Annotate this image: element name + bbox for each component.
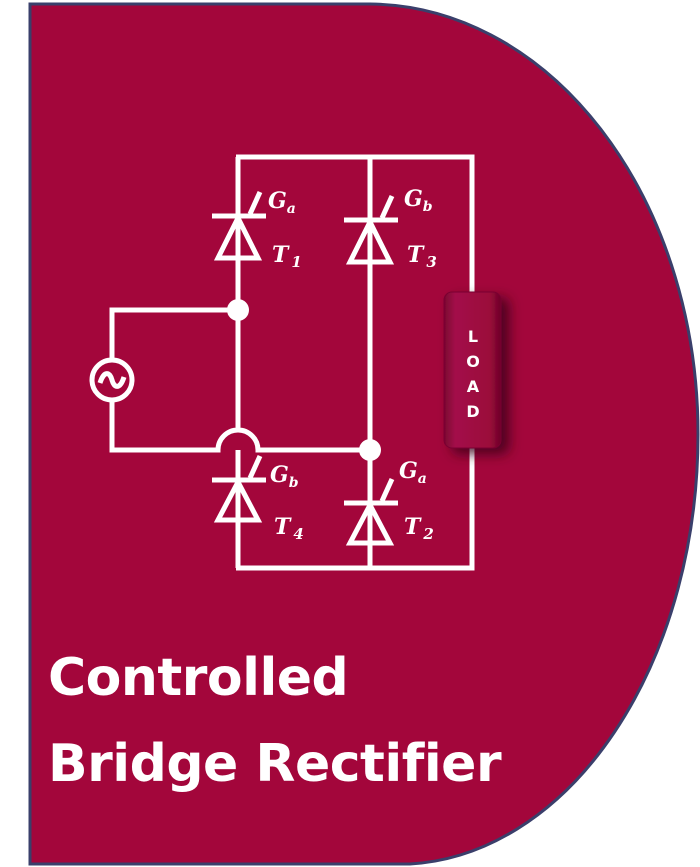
load-resistor <box>443 291 502 449</box>
ac-source-icon <box>89 357 135 403</box>
title-line-1: Controlled <box>48 648 349 708</box>
gate-label-t1: Ga <box>268 188 296 217</box>
gate-label-t2: Ga <box>399 458 427 487</box>
thyristor-t2 <box>344 477 398 546</box>
load-label: LOAD <box>466 327 480 421</box>
thyristor-t3 <box>344 194 398 265</box>
circuit-wires <box>109 154 475 571</box>
junction-dot-top <box>227 299 249 321</box>
junction-dot-bottom <box>359 439 381 461</box>
thyristor-t1 <box>212 190 266 261</box>
gate-label-t3: Gb <box>404 186 433 215</box>
gate-label-t4: Gb <box>270 462 299 491</box>
d-shaped-background <box>28 2 700 866</box>
thyristor-t4 <box>212 454 266 523</box>
title-line-2: Bridge Rectifier <box>48 734 502 794</box>
